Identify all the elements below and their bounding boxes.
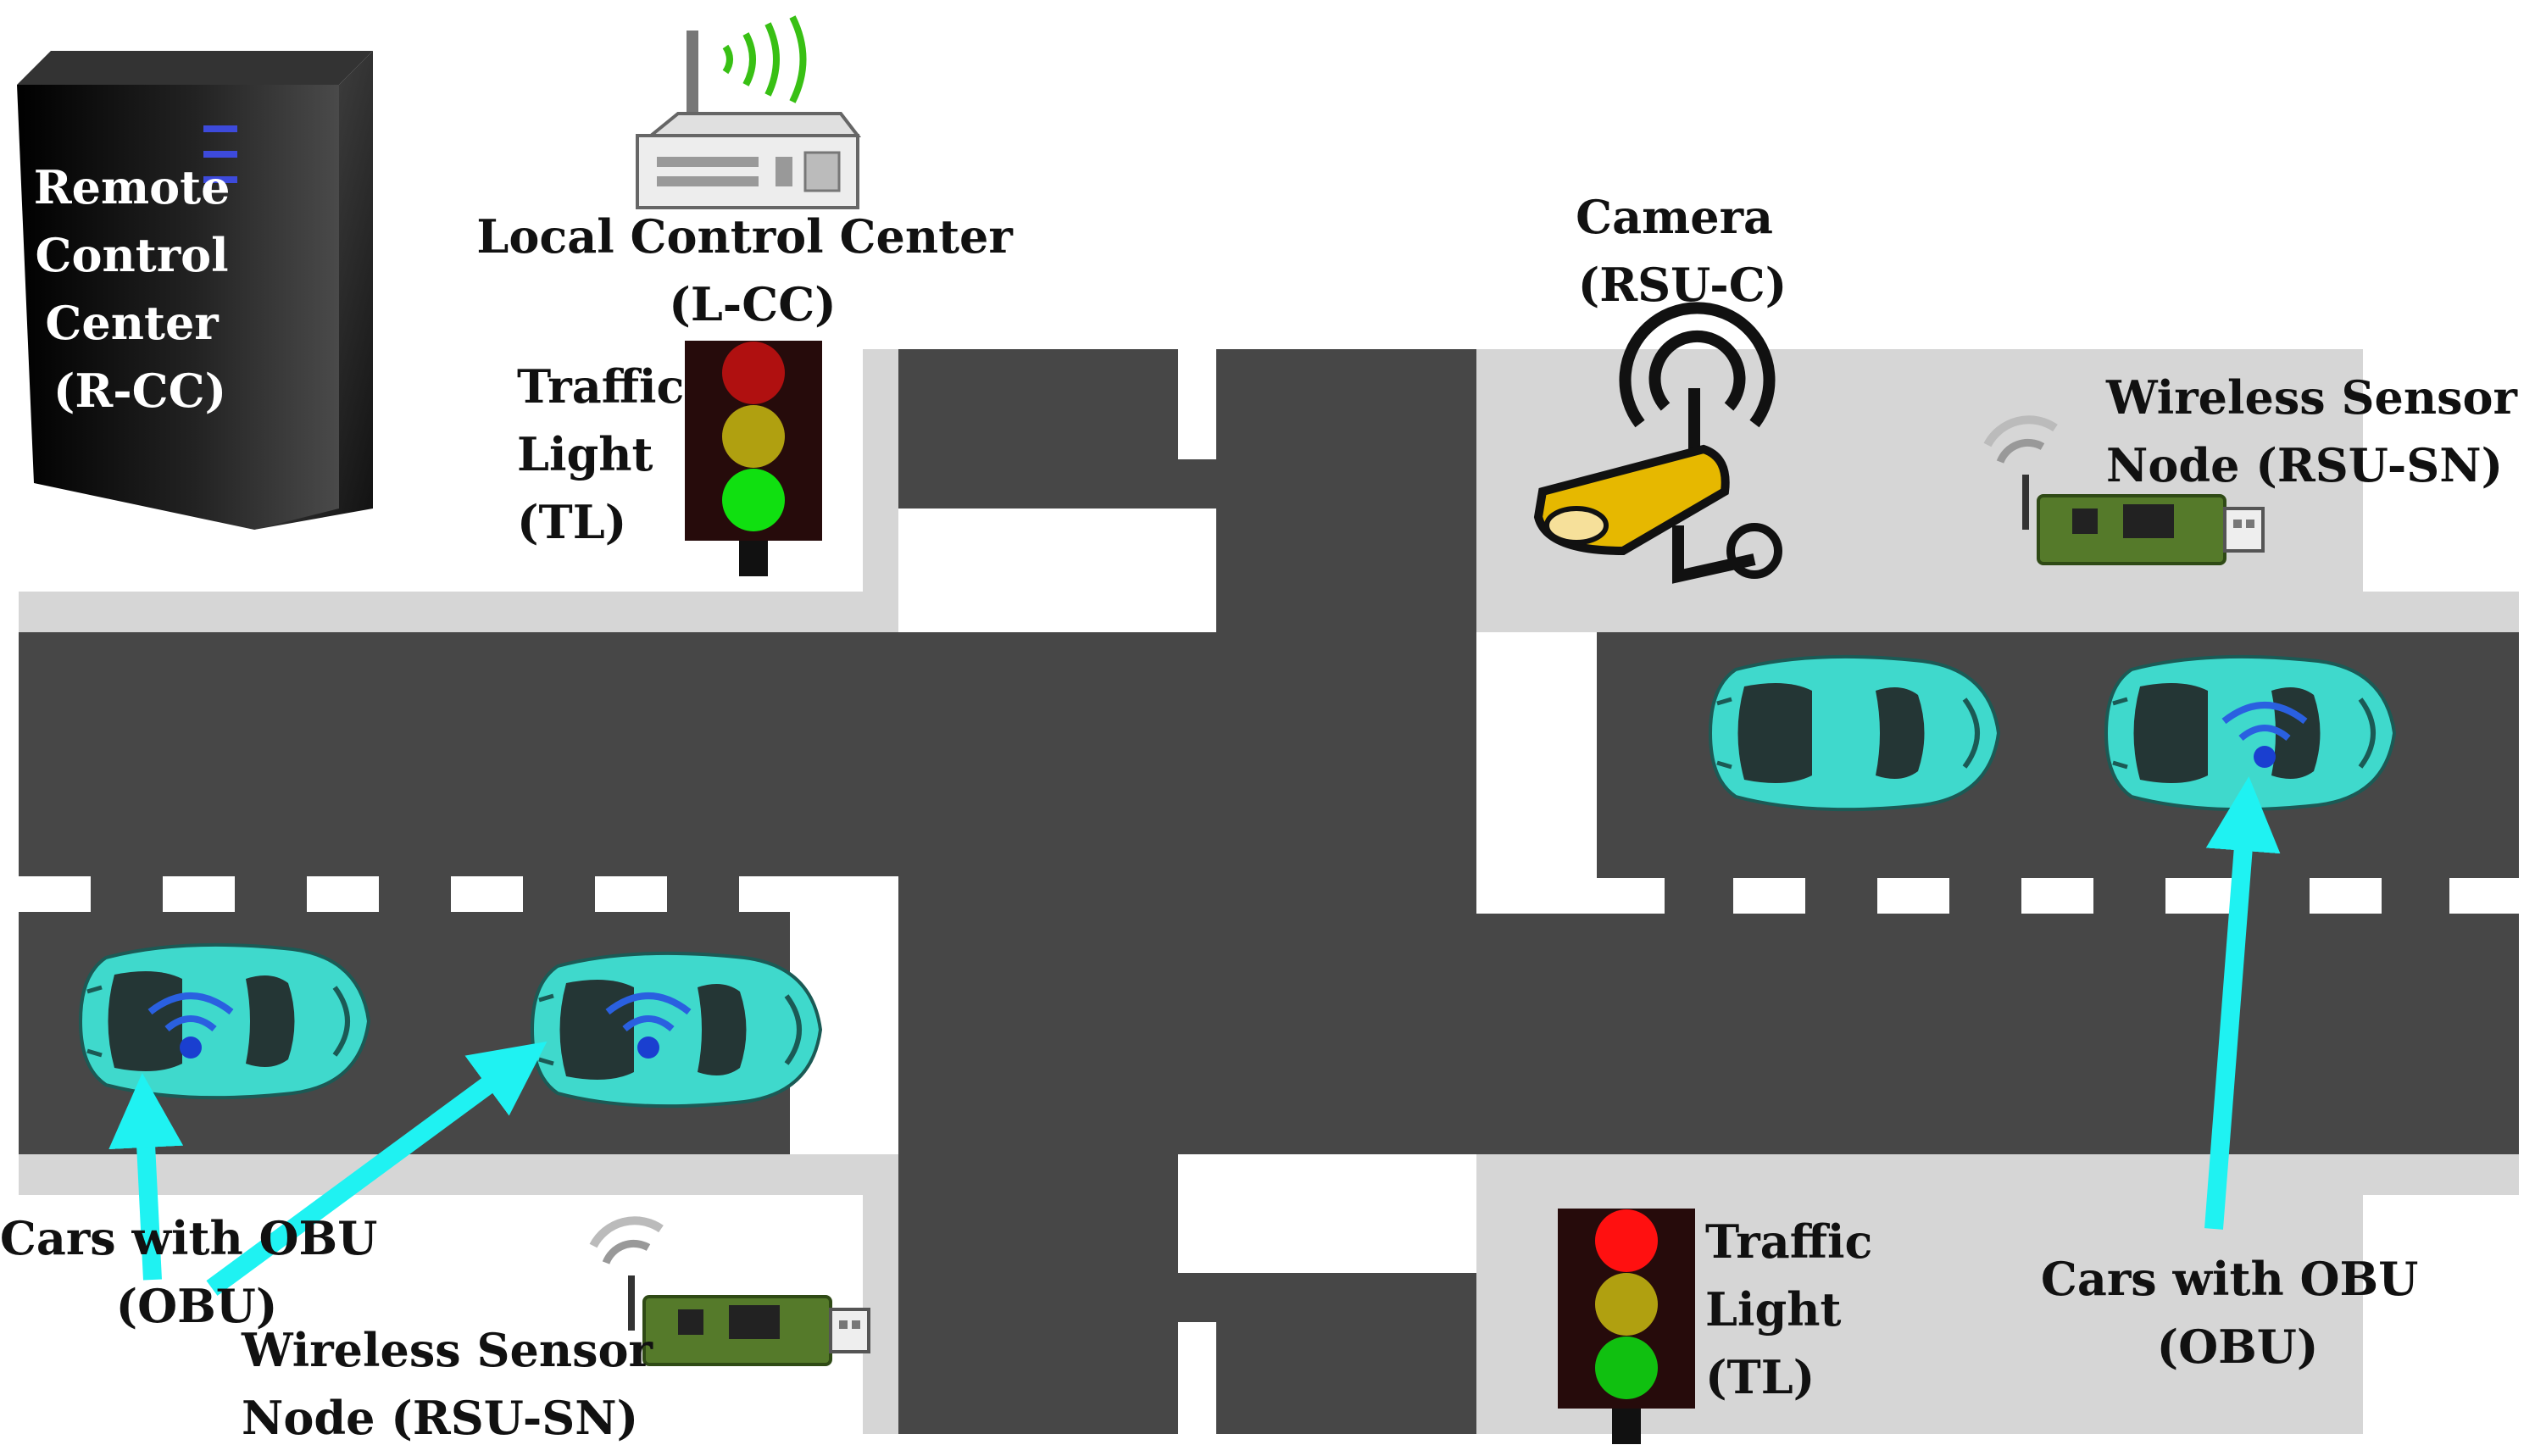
- road-network: [19, 349, 2519, 1434]
- obu-arrows: [108, 776, 2281, 1296]
- cars-left-label: Cars with OBU (OBU): [0, 1211, 393, 1333]
- sensor-top-label: Wireless Sensor Node (RSU-SN): [2105, 370, 2533, 492]
- tl-top-label: Traffic Light (TL): [517, 359, 700, 549]
- car-icon: [1710, 657, 1999, 809]
- car-icon: [532, 953, 820, 1106]
- cars-right-label: Cars with OBU (OBU): [2041, 1252, 2434, 1374]
- tl-bottom-label: Traffic Light (TL): [1705, 1214, 1888, 1404]
- rcc-label: Remote Control Center (R-CC): [34, 160, 247, 418]
- traffic-light-icon: [1558, 1209, 1695, 1444]
- camera-icon: [1533, 302, 1782, 584]
- traffic-light-icon: [685, 341, 822, 576]
- camera-label: Camera (RSU-C): [1576, 190, 1789, 312]
- router-icon: [636, 15, 862, 209]
- car-icon: [81, 945, 369, 1098]
- lcc-label: Local Control Center (L-CC): [476, 209, 1028, 331]
- sensor-bottom-label: Wireless Sensor Node (RSU-SN): [241, 1323, 669, 1445]
- server-icon: [17, 51, 373, 530]
